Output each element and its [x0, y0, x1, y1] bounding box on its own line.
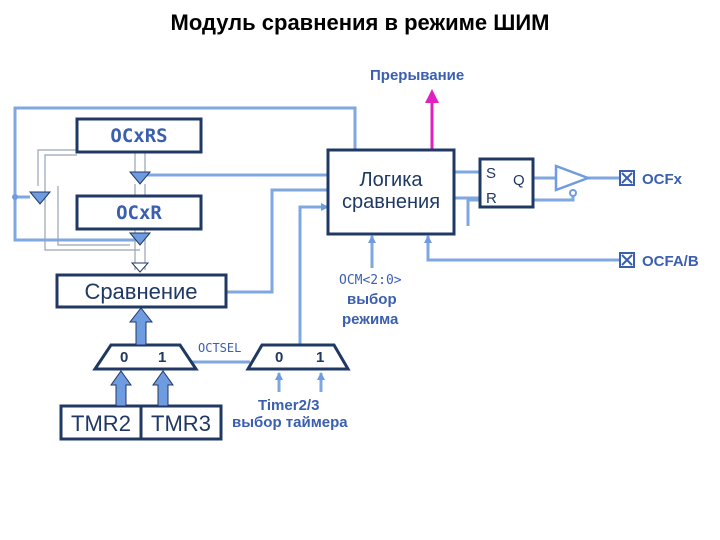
arrow-mux-compare — [128, 307, 154, 346]
load-triangle-1 — [128, 171, 152, 185]
octsel-label: OCTSEL — [198, 341, 241, 355]
ocxr-register — [75, 194, 203, 231]
wire-compare-logic — [226, 188, 328, 294]
timer-label-line1: Timer2/3 — [258, 397, 319, 414]
ocfx-label: OCFx — [642, 171, 683, 188]
ocfab-label: OCFA/B — [642, 253, 699, 270]
ocxrs-register — [75, 117, 203, 154]
mode-label-line1: выбор — [347, 291, 397, 308]
wire-ocfab — [424, 235, 620, 262]
logic-label-line1: Логика — [359, 169, 423, 191]
tmr3-register — [139, 404, 223, 441]
enable-bubble — [569, 189, 577, 197]
mux-left-in1: 1 — [158, 349, 166, 366]
wire-shadow-2 — [44, 154, 140, 251]
hollow-arrow-1 — [130, 262, 150, 273]
ocfx-pin-x — [621, 172, 633, 184]
load-triangle-3 — [28, 191, 52, 205]
wire-shadow-1 — [37, 149, 77, 186]
ocxr-label: OCxR — [116, 202, 162, 224]
wire-load-ocxr — [13, 197, 140, 242]
output-buffer — [554, 164, 592, 192]
ocxrs-label: OCxRS — [110, 125, 167, 147]
mux-right-in1: 1 — [316, 349, 324, 366]
mux-right — [245, 343, 351, 371]
sr-s-label: S — [486, 165, 496, 182]
timer-label-line2: выбор таймера — [232, 414, 348, 431]
sr-r-label: R — [486, 190, 497, 207]
ocm-label: OCM<2:0> — [339, 273, 402, 288]
compare-label: Сравнение — [84, 279, 197, 304]
slide-title: Модуль сравнения в режиме ШИМ — [170, 10, 550, 35]
ocfab-pin-x — [621, 254, 633, 266]
tmr2-label: TMR2 — [71, 411, 131, 436]
wire-mux-logic — [298, 203, 329, 345]
sr-q-label: Q — [513, 172, 525, 189]
tmr3-label: TMR3 — [151, 411, 211, 436]
logic-label-line2: сравнения — [342, 191, 440, 213]
compare-block — [55, 273, 228, 309]
mode-label-line2: режима — [342, 311, 399, 328]
sr-latch — [478, 157, 535, 209]
tmr2-register — [59, 404, 143, 441]
arrow-tmr2-mux — [110, 370, 132, 407]
interrupt-label: Прерывание — [370, 67, 464, 84]
mux-right-in0: 0 — [275, 349, 283, 366]
wire-feedback-top — [13, 106, 357, 199]
arrow-tmr3-mux — [152, 370, 174, 407]
logic-block — [326, 148, 456, 236]
mux-left-in0: 0 — [120, 349, 128, 366]
wire-shadow-9 — [57, 186, 130, 246]
junction-dot — [12, 194, 18, 200]
load-triangle-2 — [128, 232, 152, 246]
mux-left — [92, 343, 199, 371]
